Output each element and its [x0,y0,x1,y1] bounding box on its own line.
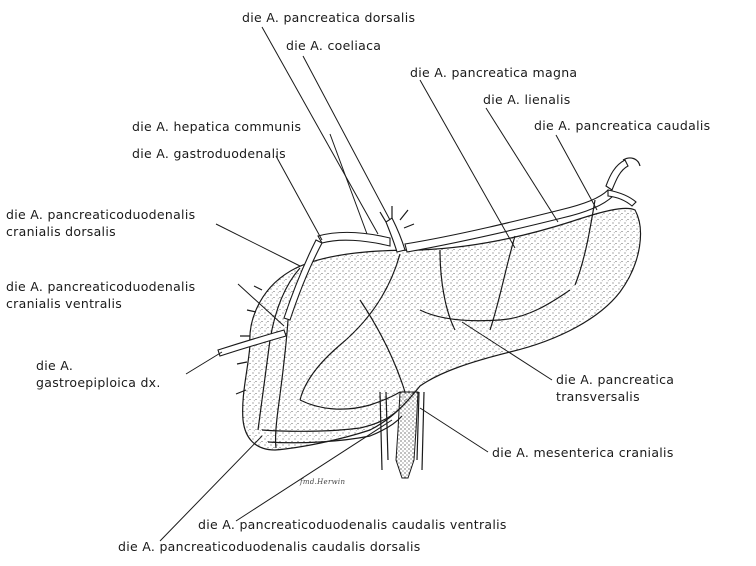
label-pancreatica-transversalis-2: transversalis [556,389,640,404]
label-gastroduodenalis: die A. gastroduodenalis [132,146,286,161]
hepatica-communis-vessel [318,232,390,246]
leader-hepatica-communis [330,134,367,234]
leader-pancreatica-caudalis [556,135,597,210]
coeliac-fibres [380,206,414,228]
label-pancreatica-dorsalis: die A. pancreatica dorsalis [242,10,415,25]
leader-gastroepiploica [186,352,222,374]
leader-gastroduodenalis [276,156,322,240]
mesenteric-edge-right [422,392,424,470]
label-pancreatica-caudalis: die A. pancreatica caudalis [534,118,710,133]
artist-signature: fmd.Herwin [299,478,345,486]
label-lienalis: die A. lienalis [483,92,571,107]
mesenteric-trunk [396,392,418,478]
lienalis-terminal [606,160,628,190]
label-pcd-caudalis-ventralis: die A. pancreaticoduodenalis caudalis ve… [198,517,507,532]
leader-mesenterica-cranialis [420,408,488,452]
coeliaca-vessel [386,218,405,252]
label-hepatica-communis: die A. hepatica communis [132,119,301,134]
label-gastroepiploica-2: gastroepiploica dx. [36,375,161,390]
label-pancreatica-transversalis-1: die A. pancreatica [556,372,674,387]
label-gastroepiploica-1: die A. [36,358,73,373]
label-pcd-caudalis-dorsalis: die A. pancreaticoduodenalis caudalis do… [118,539,421,554]
label-pcd-cranialis-dorsalis-2: cranialis dorsalis [6,224,116,239]
label-pancreatica-magna: die A. pancreatica magna [410,65,577,80]
leader-pcd-cranialis-dorsalis [216,224,300,266]
label-coeliaca: die A. coeliaca [286,38,381,53]
label-mesenterica-cranialis: die A. mesenterica cranialis [492,445,674,460]
label-pcd-cranialis-dorsalis-1: die A. pancreaticoduodenalis [6,207,195,222]
lienalis-terminal-2 [608,190,636,206]
leader-coeliaca [303,56,390,220]
label-pcd-cranialis-ventralis-2: cranialis ventralis [6,296,122,311]
label-pcd-cranialis-ventralis-1: die A. pancreaticoduodenalis [6,279,195,294]
